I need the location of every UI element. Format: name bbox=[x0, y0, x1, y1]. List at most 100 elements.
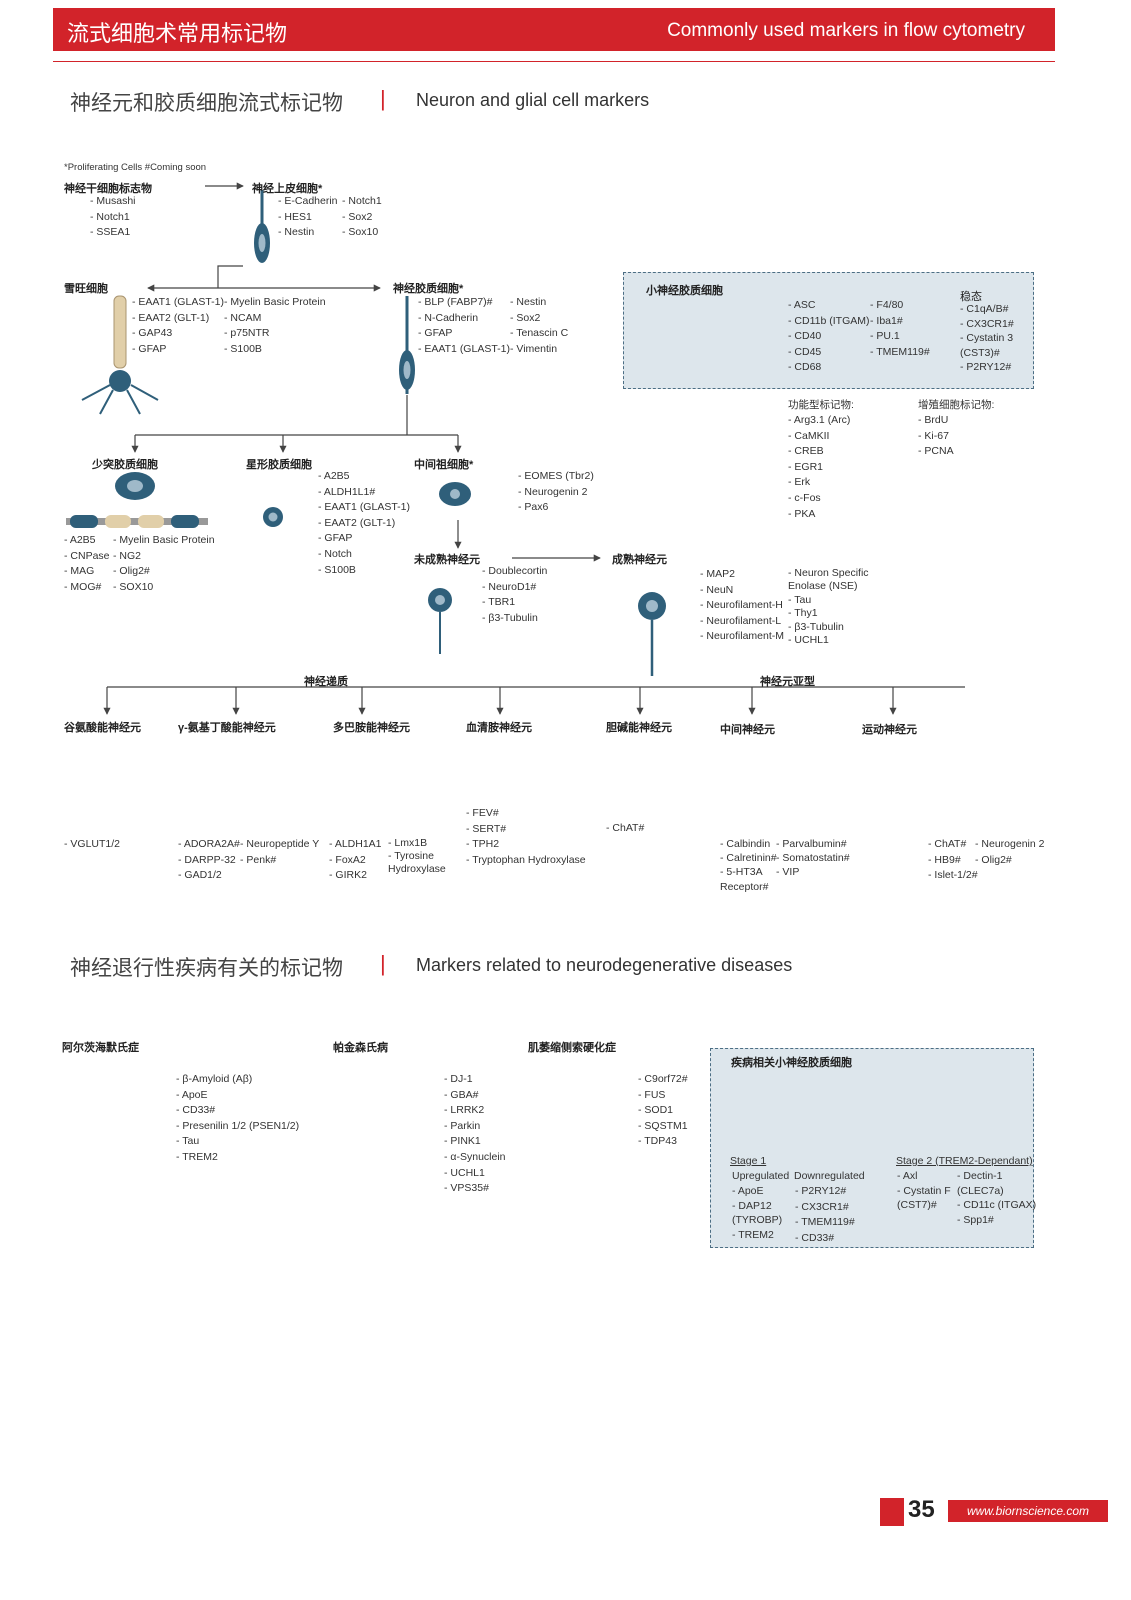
interneuron-col1: - Calbindin - Calretinin# - 5-HT3A Recep… bbox=[720, 837, 777, 894]
marker-item: - ChAT# bbox=[928, 838, 967, 850]
marker-item: - CD11c (ITGAX) bbox=[957, 1199, 1037, 1211]
marker-item: - Doublecortin bbox=[482, 565, 548, 577]
parkinson-label: 帕金森氏病 bbox=[333, 1042, 388, 1054]
marker-item: - EAAT1 (GLAST-1) bbox=[418, 342, 510, 355]
als-label: 肌萎缩侧索硬化症 bbox=[528, 1042, 616, 1054]
marker-item: - Neurogenin 2 bbox=[975, 838, 1045, 850]
marker-item: - P2RY12# bbox=[960, 361, 1012, 374]
marker-item: - ALDH1A1 bbox=[329, 838, 382, 850]
section1-title-cn: 神经元和胶质细胞流式标记物 bbox=[70, 92, 343, 115]
dopaminergic-col2: - Lmx1B - Tyrosine Hydroxylase bbox=[388, 837, 446, 876]
stem-item: - Notch1 bbox=[90, 210, 130, 223]
marker-item: (CST7)# bbox=[897, 1199, 937, 1211]
marker-item: - CD33# bbox=[176, 1104, 216, 1117]
marker-item: (TYROBP) bbox=[732, 1214, 783, 1226]
oligodendrocyte-icon bbox=[66, 472, 208, 528]
marker-item: - Tyrosine bbox=[388, 850, 434, 862]
als-list: - C9orf72# - FUS - SOD1 - SQSTM1 - TDP43 bbox=[638, 1072, 688, 1150]
motor-neuron-label: 运动神经元 bbox=[862, 724, 917, 736]
marker-item: - Parkin bbox=[444, 1119, 481, 1132]
proliferation-list: - BrdU - Ki-67 - PCNA bbox=[918, 413, 954, 460]
marker-item: - c-Fos bbox=[788, 491, 821, 504]
marker-item: - CNPase bbox=[64, 549, 110, 562]
marker-item: - CREB bbox=[788, 445, 824, 458]
marker-item: - GAD1/2 bbox=[178, 869, 222, 882]
marker-item: - SERT# bbox=[466, 822, 507, 835]
page-number: 35 bbox=[908, 1496, 935, 1523]
dam-stage2-label: Stage 2 (TREM2-Dependant) bbox=[896, 1155, 1033, 1167]
marker-item: - α-Synuclein bbox=[444, 1150, 506, 1163]
marker-item: - Cystatin F bbox=[897, 1184, 951, 1197]
marker-item: - VIP bbox=[776, 866, 800, 879]
marker-item: - Notch1 bbox=[342, 195, 382, 207]
neuron-subtype-label: 神经元亚型 bbox=[760, 676, 815, 688]
marker-item: - P2RY12# bbox=[795, 1185, 847, 1197]
marker-item: - Presenilin 1/2 (PSEN1/2) bbox=[176, 1119, 300, 1132]
marker-item: - SOX10 bbox=[113, 580, 154, 593]
marker-item: - Calbindin bbox=[720, 838, 771, 850]
marker-item: - CX3CR1# bbox=[960, 317, 1014, 330]
marker-item: - UCHL1 bbox=[788, 634, 829, 647]
microglia-col1: - ASC - CD11b (ITGAM) - CD40 - CD45 - CD… bbox=[788, 298, 869, 376]
marker-item: - EAAT2 (GLT-1) bbox=[132, 311, 210, 324]
marker-item: - GFAP bbox=[318, 532, 353, 545]
marker-item: - Iba1# bbox=[870, 314, 903, 327]
dam-stage2-col1: - Axl - Cystatin F (CST7)# bbox=[897, 1169, 951, 1213]
header-banner: 流式细胞术常用标记物 Commonly used markers in flow… bbox=[53, 8, 1055, 51]
marker-item: - Neuropeptide Y bbox=[240, 838, 320, 850]
marker-item: - DAP12 bbox=[732, 1199, 772, 1212]
schwann-cell-icon bbox=[81, 295, 159, 415]
marker-item: - Axl bbox=[897, 1170, 918, 1182]
marker-item: - GBA# bbox=[444, 1088, 479, 1101]
marker-item: - S100B bbox=[224, 342, 262, 355]
footer-url[interactable]: www.biornscience.com bbox=[948, 1500, 1108, 1522]
marker-item: - Myelin Basic Protein bbox=[113, 534, 215, 546]
marker-item: - A2B5 bbox=[64, 534, 96, 546]
marker-item: - Tenascin C bbox=[510, 327, 569, 340]
marker-item: - DARPP-32 bbox=[178, 853, 236, 866]
marker-item: - ALDH1L1# bbox=[318, 485, 376, 498]
stem-item: - SSEA1 bbox=[90, 226, 131, 239]
marker-item: - MAP2 bbox=[700, 568, 736, 580]
marker-item: - EAAT1 (GLAST-1) bbox=[318, 501, 410, 514]
marker-item: - TREM2 bbox=[732, 1228, 774, 1241]
glial-progenitor-label: 神经胶质细胞* bbox=[393, 283, 464, 295]
marker-item: - CX3CR1# bbox=[795, 1200, 849, 1213]
cholinergic-label: 胆碱能神经元 bbox=[606, 722, 672, 734]
marker-item: - MAG bbox=[64, 565, 95, 578]
parkinson-list: - DJ-1 - GBA# - LRRK2 - Parkin - PINK1 -… bbox=[444, 1072, 506, 1197]
marker-item: - CD40 bbox=[788, 330, 822, 343]
steady-state-list: - C1qA/B# - CX3CR1# - Cystatin 3 (CST3)#… bbox=[960, 302, 1014, 375]
marker-item: - CD68 bbox=[788, 361, 822, 374]
marker-item: - Dectin-1 bbox=[957, 1170, 1003, 1182]
stem-list: - Musashi - Notch1 - SSEA1 bbox=[90, 194, 136, 241]
marker-item: - CD33# bbox=[795, 1231, 835, 1244]
marker-item: - DJ-1 bbox=[444, 1073, 473, 1085]
marker-item: (CLEC7a) bbox=[957, 1184, 1004, 1197]
marker-item: - PINK1 bbox=[444, 1135, 481, 1148]
header-title-en: Commonly used markers in flow cytometry bbox=[667, 20, 1025, 41]
marker-item: Enolase (NSE) bbox=[788, 580, 858, 593]
gabaergic-col2: - Neuropeptide Y - Penk# bbox=[240, 837, 319, 868]
section1-title-en: Neuron and glial cell markers bbox=[416, 90, 650, 110]
marker-item: - Neurofilament-M bbox=[700, 630, 785, 643]
marker-item: Hydroxylase bbox=[388, 863, 446, 875]
marker-item: - TDP43 bbox=[638, 1135, 677, 1148]
astrocyte-label: 星形胶质细胞 bbox=[246, 459, 312, 471]
marker-item: - C9orf72# bbox=[638, 1073, 688, 1085]
dam-downregulated-label: Downregulated bbox=[794, 1170, 865, 1182]
marker-item: - Vimentin bbox=[510, 342, 558, 355]
mature-neuron-col2: - Neuron Specific Enolase (NSE) - Tau - … bbox=[788, 567, 869, 647]
marker-item: - Ki-67 bbox=[918, 429, 949, 442]
marker-item: - Somatostatin# bbox=[776, 852, 850, 865]
marker-item: - HB9# bbox=[928, 853, 961, 866]
marker-item: - GFAP bbox=[418, 327, 453, 340]
marker-item: - Pax6 bbox=[518, 501, 549, 514]
marker-item: - TPH2 bbox=[466, 838, 500, 851]
marker-item: Receptor# bbox=[720, 880, 769, 893]
glutamatergic-label: 谷氨酸能神经元 bbox=[64, 722, 141, 734]
dam-box bbox=[710, 1048, 1034, 1248]
neuroepithelial-cell-icon bbox=[254, 190, 270, 263]
marker-item: - EAAT2 (GLT-1) bbox=[318, 516, 396, 529]
dopaminergic-label: 多巴胺能神经元 bbox=[333, 722, 410, 734]
